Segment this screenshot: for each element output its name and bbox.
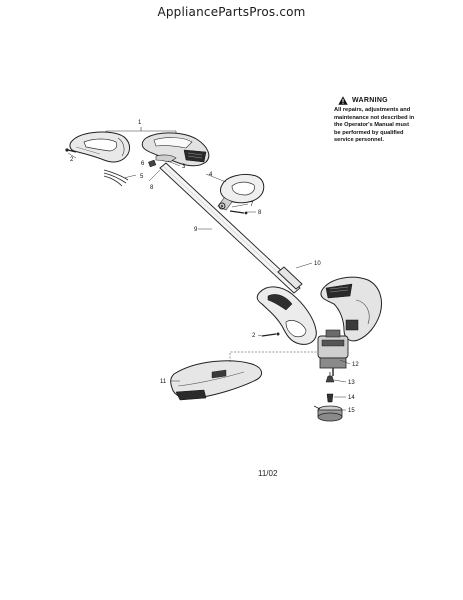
leader-lines [67, 152, 351, 411]
upper-housing-left-half [69, 131, 131, 163]
warning-triangle-icon [338, 96, 348, 105]
warning-header: WARNING [338, 96, 456, 105]
warning-title: WARNING [352, 96, 388, 104]
shaft-tube [159, 162, 301, 294]
motor-housing-left-half [256, 286, 317, 345]
callout-4: 4 [209, 172, 213, 178]
callout-8-upper: 8 [150, 185, 154, 191]
spool-cap-part [325, 372, 335, 383]
callout-14: 14 [348, 395, 355, 401]
callout-10: 10 [314, 261, 321, 267]
auxiliary-handle [217, 173, 265, 211]
callout-7: 7 [250, 202, 254, 208]
callout-9: 9 [194, 227, 198, 233]
spring-part [326, 393, 334, 403]
screw-lower [261, 332, 280, 337]
watermark-text: AppliancePartsPros.com [157, 5, 306, 19]
upper-housing-right-half [141, 132, 210, 167]
power-cord [103, 169, 129, 187]
callout-13: 13 [348, 380, 355, 386]
motor-housing-right-half [320, 276, 382, 342]
warning-line-3: the Operator's Manual must [334, 122, 409, 129]
switch-clip [148, 154, 177, 168]
callout-11: 11 [160, 379, 167, 385]
warning-line-1: All repairs, adjustments and [334, 107, 411, 113]
callout-2-lower: 2 [252, 333, 256, 339]
warning-line-2: maintenance not described in [334, 114, 415, 121]
guard-cover [170, 360, 262, 401]
warning-line-5: service personnel. [334, 137, 384, 144]
callout-8-lower: 8 [258, 210, 262, 216]
callout-2-top: 2 [70, 157, 74, 163]
callout-5: 5 [140, 174, 144, 180]
callout-12: 12 [352, 362, 359, 368]
date-code: 11/02 [258, 469, 278, 478]
callout-15: 15 [348, 408, 355, 414]
callout-1: 1 [138, 120, 142, 126]
callout-6: 6 [141, 161, 145, 167]
callout-3: 3 [182, 164, 186, 170]
warning-box: WARNING All repairs, adjustments and mai… [334, 96, 456, 145]
warning-line-4: be performed by qualified [334, 129, 404, 136]
screw-top [65, 148, 77, 153]
spool-part [313, 405, 343, 422]
motor-assembly [317, 329, 349, 376]
shaft-end-tube [277, 266, 303, 290]
alignment-leader [229, 351, 318, 362]
handle-knob [218, 202, 248, 215]
